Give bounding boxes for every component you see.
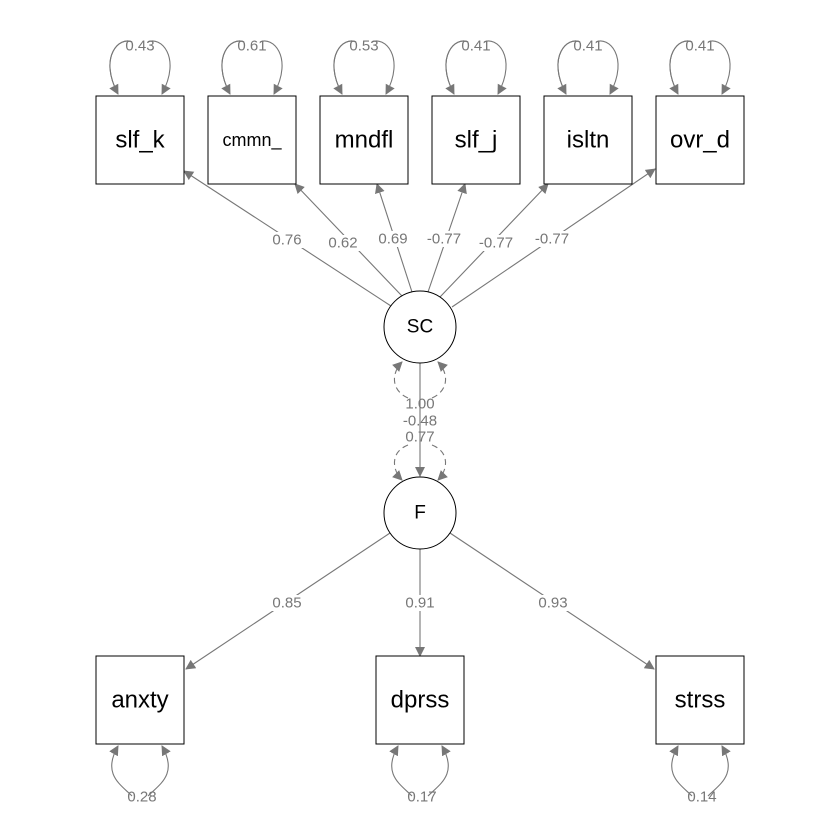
- residual-loop-left-isltn: [557, 40, 581, 95]
- label-bg: [533, 231, 571, 247]
- loading-label-cmmn_: 0.62: [328, 235, 357, 252]
- variance-loop-sc-right: [431, 361, 448, 399]
- latent-label-sc: SC: [407, 317, 433, 338]
- residual-loop-left-strss: [669, 745, 693, 797]
- residual-loop-left-anxty: [109, 745, 133, 797]
- loading-label-anxty: 0.85: [272, 595, 301, 612]
- loading-label-slf_j: -0.77: [427, 231, 461, 248]
- loading-label-isltn: -0.77: [479, 235, 513, 252]
- label-bg: [270, 595, 304, 611]
- latent-node-f: [383, 476, 457, 550]
- indicator-box-cmmn_: [207, 95, 297, 185]
- loading-label-mndfl: 0.69: [378, 231, 407, 248]
- indicator-label-anxty: anxty: [111, 687, 168, 714]
- label-bg: [324, 235, 362, 251]
- residual-loop-left-ovr_d: [669, 40, 693, 95]
- label-bg: [536, 595, 570, 611]
- residual-label-ovr_d: 0.41: [685, 38, 714, 55]
- indicator-box-isltn: [543, 95, 633, 185]
- loading-label-ovr_d: -0.77: [535, 231, 569, 248]
- indicator-label-mndfl: mndfl: [335, 127, 394, 154]
- indicator-box-mndfl: [319, 95, 409, 185]
- residual-label-anxty: 0.28: [127, 789, 156, 806]
- indicator-box-strss: [655, 655, 745, 745]
- variance-loop-f-left: [392, 444, 409, 481]
- indicator-label-dprss: dprss: [391, 687, 450, 714]
- indicator-label-ovr_d: ovr_d: [670, 127, 730, 154]
- residual-loop-left-cmmn_: [221, 40, 245, 95]
- residual-label-slf_j: 0.41: [461, 38, 490, 55]
- residual-loop-right-strss: [707, 745, 731, 797]
- label-bg: [268, 232, 306, 248]
- residual-label-dprss: 0.17: [407, 789, 436, 806]
- indicator-label-cmmn_: cmmn_: [222, 130, 282, 151]
- residual-loop-right-anxty: [147, 745, 171, 797]
- variance-loop-sc-left: [392, 361, 409, 399]
- residual-loop-left-slf_j: [445, 40, 469, 95]
- residual-label-cmmn_: 0.61: [237, 38, 266, 55]
- label-bg: [425, 231, 463, 247]
- loading-label-strss: 0.93: [538, 595, 567, 612]
- residual-loop-left-dprss: [389, 745, 413, 797]
- residual-loop-left-mndfl: [333, 40, 357, 95]
- sc-to-f-label: -0.48: [403, 413, 437, 430]
- indicator-box-ovr_d: [655, 95, 745, 185]
- indicator-label-slf_k: slf_k: [115, 127, 165, 154]
- indicator-box-slf_j: [431, 95, 521, 185]
- indicator-label-isltn: isltn: [567, 127, 610, 154]
- residual-label-slf_k: 0.43: [125, 38, 154, 55]
- labels-layer: 0.76 0.62 0.69 -0.77 -0.77 -0.77 0.43 0.61 0.53 0…: [125, 38, 716, 806]
- indicator-box-dprss: [375, 655, 465, 745]
- loading-label-slf_k: 0.76: [272, 232, 301, 249]
- f-variance-label: 0.77: [405, 429, 434, 446]
- latent-node-sc: [383, 290, 457, 364]
- latent-label-f: F: [414, 503, 426, 524]
- indicator-label-strss: strss: [675, 687, 726, 714]
- loading-label-dprss: 0.91: [405, 595, 434, 612]
- sc-variance-label: 1.00: [405, 396, 434, 413]
- residual-loop-right-dprss: [427, 745, 451, 797]
- indicator-label-slf_j: slf_j: [455, 127, 498, 154]
- indicator-box-slf_k: [95, 95, 185, 185]
- label-bg: [374, 231, 412, 247]
- label-bg: [477, 235, 515, 251]
- residual-label-mndfl: 0.53: [349, 38, 378, 55]
- variance-loop-f-right: [431, 444, 448, 481]
- indicator-box-anxty: [95, 655, 185, 745]
- label-bg: [403, 595, 437, 611]
- residual-label-isltn: 0.41: [573, 38, 602, 55]
- residual-loop-left-slf_k: [109, 40, 133, 95]
- residual-label-strss: 0.14: [687, 789, 716, 806]
